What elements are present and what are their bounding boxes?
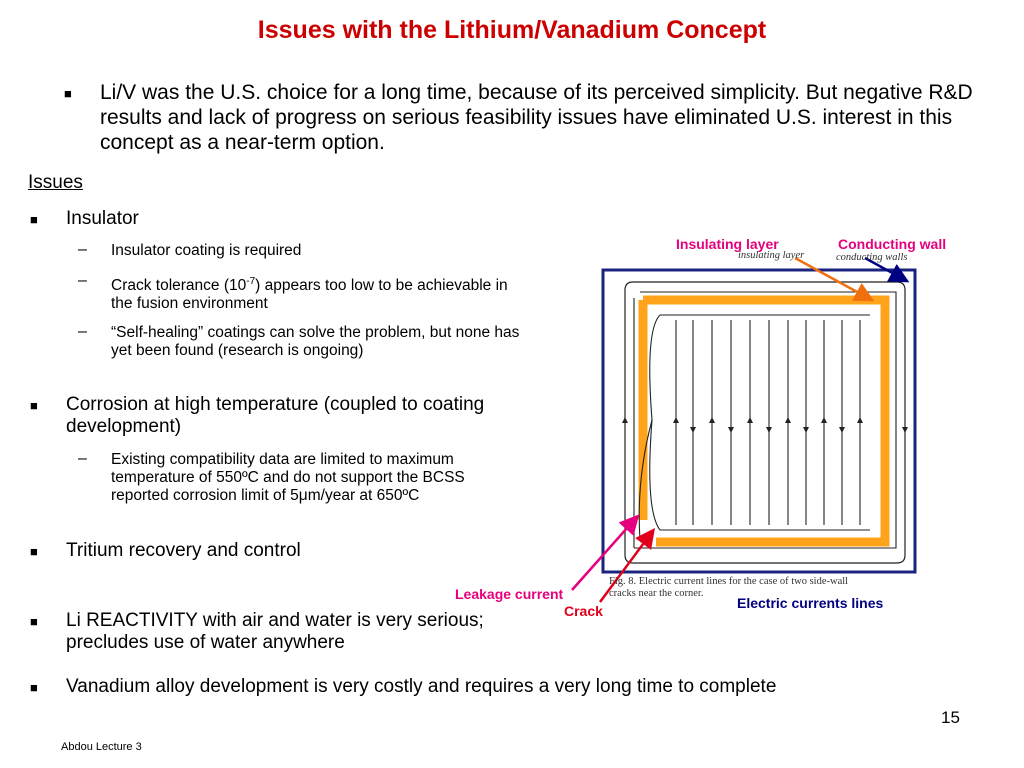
crack-callout: Crack [564,603,603,619]
conducting-wall-callout: Conducting wall [838,236,947,252]
leakage-current-callout: Leakage current [455,586,564,602]
vanadium-label: Vanadium alloy development is very costl… [66,676,777,697]
reactivity-label: Li REACTIVITY with air and water is very… [66,610,484,653]
bullet-marker: ■ [64,86,72,101]
insulator-sub-coating: Insulator coating is required [111,242,302,259]
conducting-wall-pointer [864,256,910,283]
figure-caption-line1: Fig. 8. Electric current lines for the c… [609,576,849,587]
bullet-marker: ■ [30,544,38,559]
bullet-marker: ■ [30,680,38,695]
crack-tolerance-exponent: -7 [246,276,256,287]
corrosion-label: Corrosion at high temperature (coupled t… [66,394,485,437]
insulating-layer-pointer [794,256,875,302]
dash-marker: – [78,241,87,258]
current-direction-arrows [622,417,908,433]
insulator-sub-crack-tolerance: Crack tolerance (10-7) appears too low t… [111,273,521,313]
dash-marker: – [78,450,87,467]
dash-marker: – [78,272,87,289]
insulator-sub-self-healing: “Self-healing” coatings can solve the pr… [111,324,520,359]
duct-box [601,268,917,574]
leakage-current-pointer [571,514,640,591]
crack-tolerance-text-a: Crack tolerance (10 [111,277,247,295]
figure-caption-line2: cracks near the corner. [609,588,704,599]
figure-small-insulating-label: insulating layer [738,250,805,261]
corrosion-sub-compatibility: Existing compatibility data are limited … [111,451,465,504]
bullet-marker: ■ [30,614,38,629]
electric-currents-callout: Electric currents lines [737,595,884,611]
insulating-layer-callout: Insulating layer [676,236,779,252]
second-current-loop [633,291,897,549]
figure-small-conducting-label: conducting walls [836,252,908,263]
insulating-layer [638,295,890,547]
bullet-marker: ■ [30,212,38,227]
crack-tolerance-text-b: ) appears too low to be achievable in th… [111,277,508,313]
bullet-marker: ■ [30,398,38,413]
crack-pointer [598,527,655,603]
dash-marker: – [78,323,87,340]
footer-text: Abdou Lecture 3 [61,741,142,753]
page-number: 15 [941,708,960,727]
tritium-label: Tritium recovery and control [66,540,301,561]
issues-heading: Issues [28,172,83,193]
insulator-label: Insulator [66,208,139,229]
intro-bullet-text: Li/V was the U.S. choice for a long time… [100,81,973,154]
slide-title: Issues with the Lithium/Vanadium Concept [257,16,767,44]
